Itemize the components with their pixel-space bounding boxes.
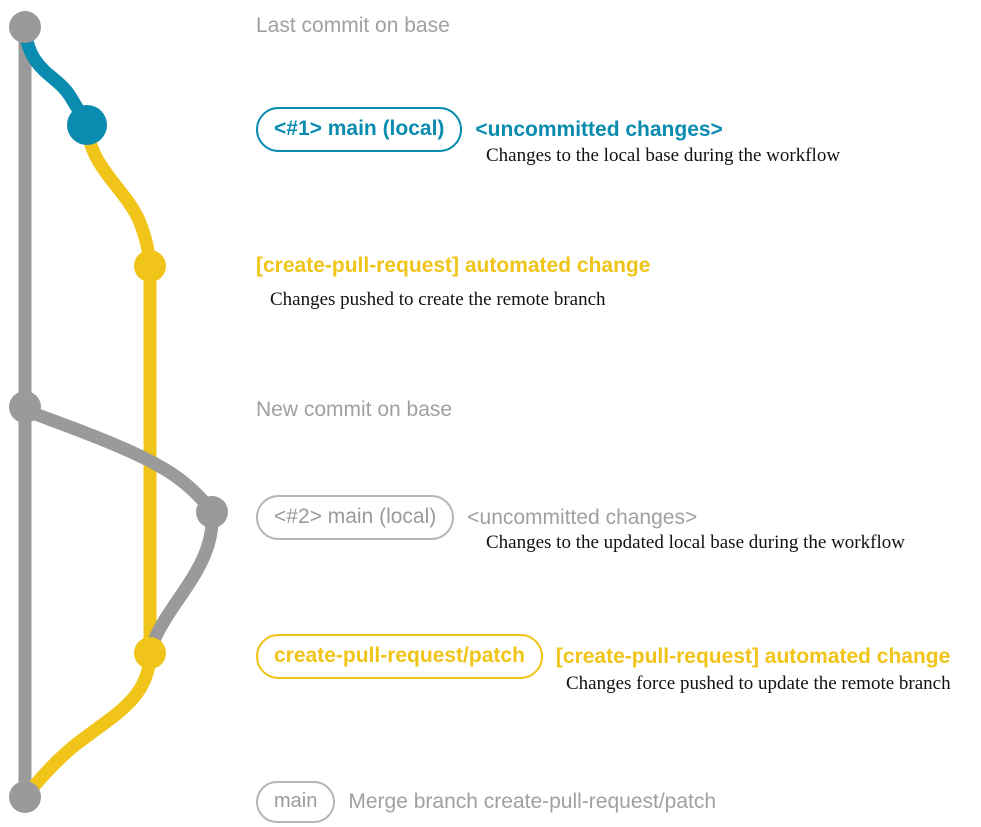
commit-graph — [9, 11, 228, 813]
commit-headline-merge: Merge branch create-pull-request/patch — [348, 790, 717, 814]
branch-pill-local-2[interactable]: <#2> main (local) — [256, 495, 455, 540]
row-last-commit-on-base: Last commit on base — [256, 14, 450, 38]
commit-subtext-local-2: Changes to the updated local base during… — [486, 532, 905, 553]
commit-subtext-local-1: Changes to the local base during the wor… — [486, 145, 841, 166]
spacer — [335, 802, 348, 803]
commit-node-remote-1 — [134, 250, 166, 282]
commit-headline-local-2: <uncommitted changes> — [467, 505, 698, 529]
row-new-commit-on-base: New commit on base — [256, 398, 452, 422]
spacer — [454, 517, 467, 518]
commit-node-base-new — [9, 391, 41, 423]
commit-node-local-1 — [67, 105, 107, 145]
row-local-commit-1: <#1> main (local) <uncommitted changes> — [256, 107, 723, 152]
branch-pill-remote-patch[interactable]: create-pull-request/patch — [256, 634, 543, 679]
section-title-last-commit: Last commit on base — [256, 14, 450, 37]
commit-node-base-head — [9, 11, 41, 43]
commit-node-merge — [9, 781, 41, 813]
local-to-remote-line-2 — [143, 508, 219, 660]
merge-line — [18, 649, 157, 804]
commit-headline-automated-1: [create-pull-request] automated change — [256, 254, 651, 277]
commit-headline-local-1: <uncommitted changes> — [475, 117, 723, 141]
spacer — [543, 656, 556, 657]
row-merge-commit: main Merge branch create-pull-request/pa… — [256, 781, 716, 823]
row-local-commit-2: <#2> main (local) <uncommitted changes> — [256, 495, 697, 540]
commit-node-remote-2 — [134, 637, 166, 669]
spacer — [462, 129, 475, 130]
commit-subtext-automated-1: Changes pushed to create the remote bran… — [270, 289, 606, 310]
commit-subtext-automated-2: Changes force pushed to update the remot… — [566, 673, 951, 694]
local-branch-line-2 — [18, 403, 219, 519]
section-title-new-commit: New commit on base — [256, 398, 453, 421]
row-automated-change-1: [create-pull-request] automated change — [256, 254, 650, 277]
commit-node-local-2 — [196, 496, 228, 528]
row-automated-change-2: create-pull-request/patch [create-pull-r… — [256, 634, 950, 679]
branch-pill-local-1[interactable]: <#1> main (local) — [256, 107, 463, 152]
branch-pill-main[interactable]: main — [256, 781, 336, 823]
commit-headline-automated-2: [create-pull-request] automated change — [555, 644, 951, 668]
remote-branch-line-1 — [80, 121, 157, 273]
